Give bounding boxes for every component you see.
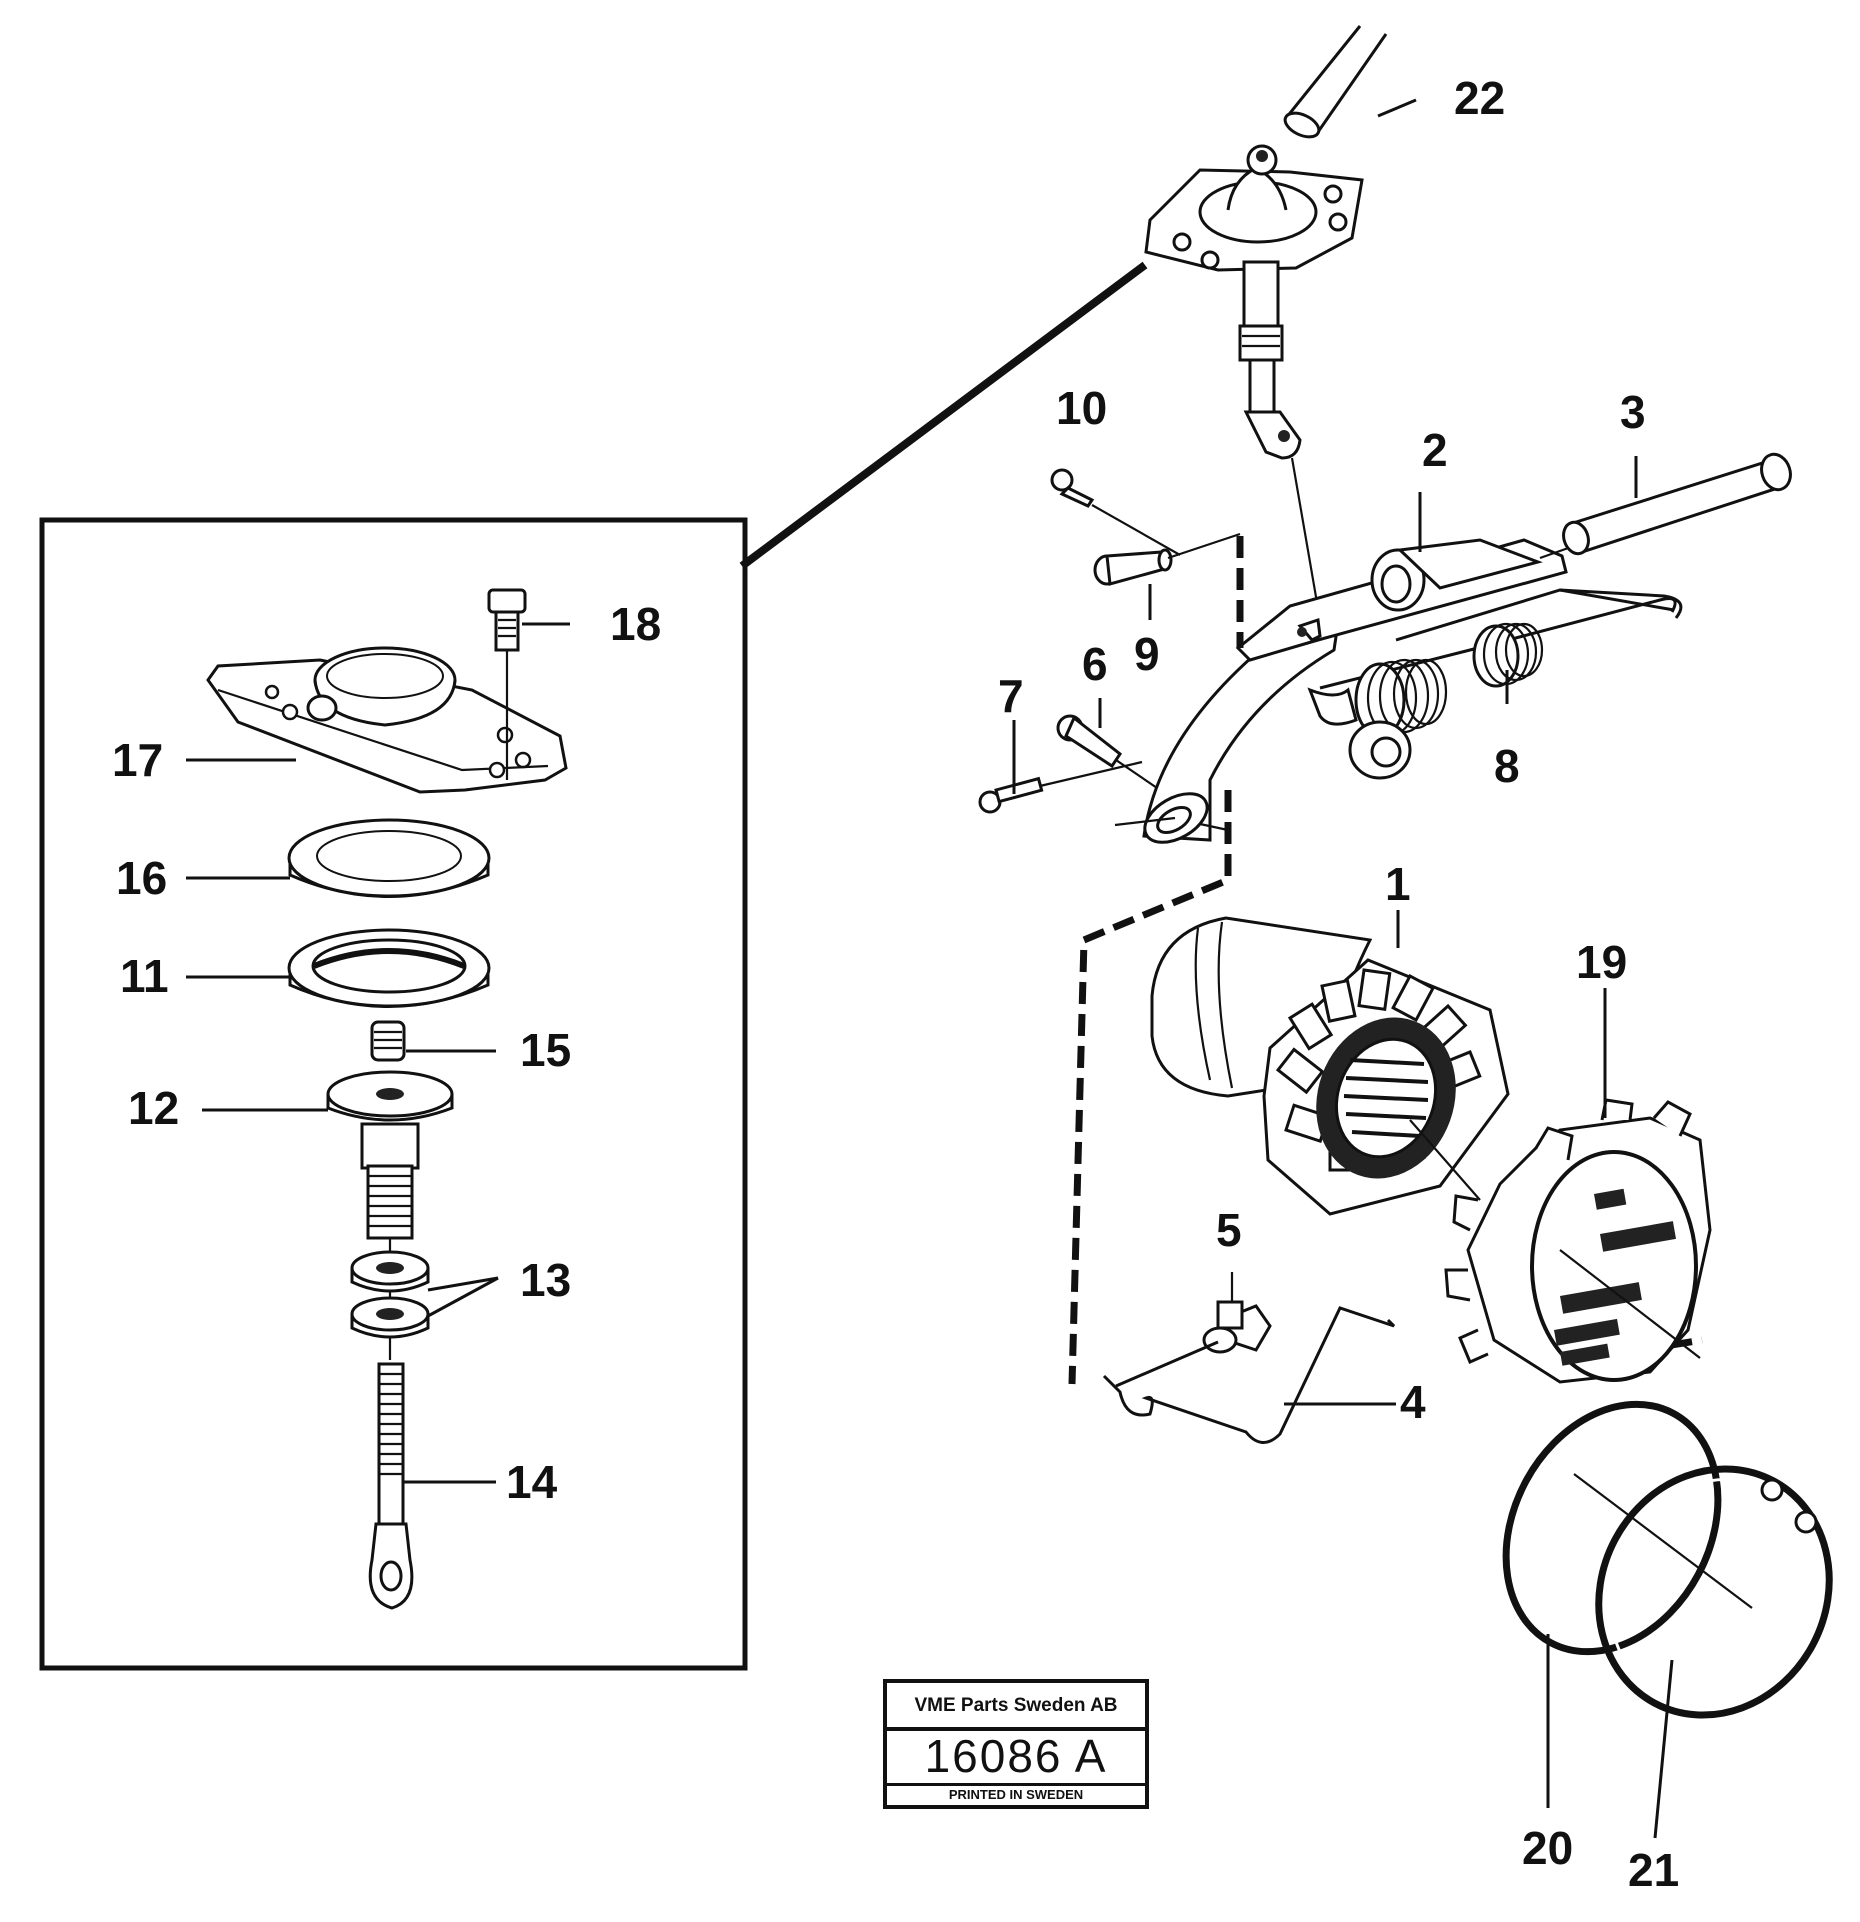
callout-19: 19: [1576, 936, 1627, 988]
callout-14: 14: [506, 1456, 558, 1508]
callout-labels: 1 2 3 4 5 6 7 8 9 10 11 12 13 14 15 16 1…: [112, 72, 1679, 1896]
part-1-coupling-sleeve: [1150, 916, 1510, 1216]
part-9-clevis-pin: [1093, 532, 1241, 586]
part-16-cap: [287, 818, 491, 898]
callout-leaders: [186, 98, 1674, 1839]
callout-2: 2: [1422, 424, 1448, 476]
part-14-eye-bolt: [368, 1362, 414, 1610]
callout-1: 1: [1385, 858, 1411, 910]
part-18-bolt: [487, 588, 527, 780]
callout-16: 16: [116, 852, 167, 904]
part-19-clutch-ring: [1444, 1098, 1712, 1384]
part-4-wire-bracket: [1102, 1306, 1396, 1444]
callout-8: 8: [1494, 740, 1520, 792]
part-6-pin: [1056, 714, 1161, 791]
callout-13: 13: [520, 1254, 571, 1306]
part-2-lever: [1235, 538, 1575, 662]
part-13-nuts: [350, 1250, 430, 1339]
stamp-drawing-number: 16086 A: [887, 1729, 1145, 1786]
detail-inset: [39, 261, 1148, 1671]
callout-4: 4: [1400, 1376, 1426, 1428]
callout-20: 20: [1522, 1822, 1573, 1874]
callout-7: 7: [998, 670, 1024, 722]
callout-9: 9: [1134, 628, 1160, 680]
shift-fork: [1114, 607, 1342, 844]
callout-22: 22: [1454, 72, 1505, 124]
part-21-snap-ring: [1573, 1465, 1833, 1719]
part-8-springs: [1307, 588, 1683, 780]
callout-12: 12: [128, 1082, 179, 1134]
callout-10: 10: [1056, 382, 1107, 434]
part-11-seal: [287, 928, 491, 1008]
callout-5: 5: [1216, 1204, 1242, 1256]
top-housing: [1144, 144, 1364, 621]
stamp-company: VME Parts Sweden AB: [887, 1687, 1145, 1731]
callout-18: 18: [610, 598, 661, 650]
part-3-rod: [1562, 452, 1792, 556]
part-10-cotter-pin: [1050, 468, 1181, 556]
stamp-printed-note: PRINTED IN SWEDEN: [948, 1787, 1084, 1802]
callout-11: 11: [120, 950, 169, 1002]
part-20-snap-ring: [1502, 1400, 1722, 1656]
callout-17: 17: [112, 734, 163, 786]
part-17-cover-plate: [206, 646, 568, 794]
callout-3: 3: [1620, 386, 1646, 438]
part-7-screw: [978, 760, 1143, 814]
title-block-stamp: VME Parts Sweden AB 16086 A PRINTED IN S…: [883, 1679, 1149, 1809]
part-5-fitting: [1202, 1272, 1272, 1354]
part-15-grub-screw: [370, 1020, 406, 1062]
callout-15: 15: [520, 1024, 571, 1076]
part-12-pin: [326, 1070, 454, 1360]
callout-21: 21: [1628, 1844, 1679, 1896]
part-22-cable: [1283, 25, 1388, 139]
callout-6: 6: [1082, 638, 1108, 690]
